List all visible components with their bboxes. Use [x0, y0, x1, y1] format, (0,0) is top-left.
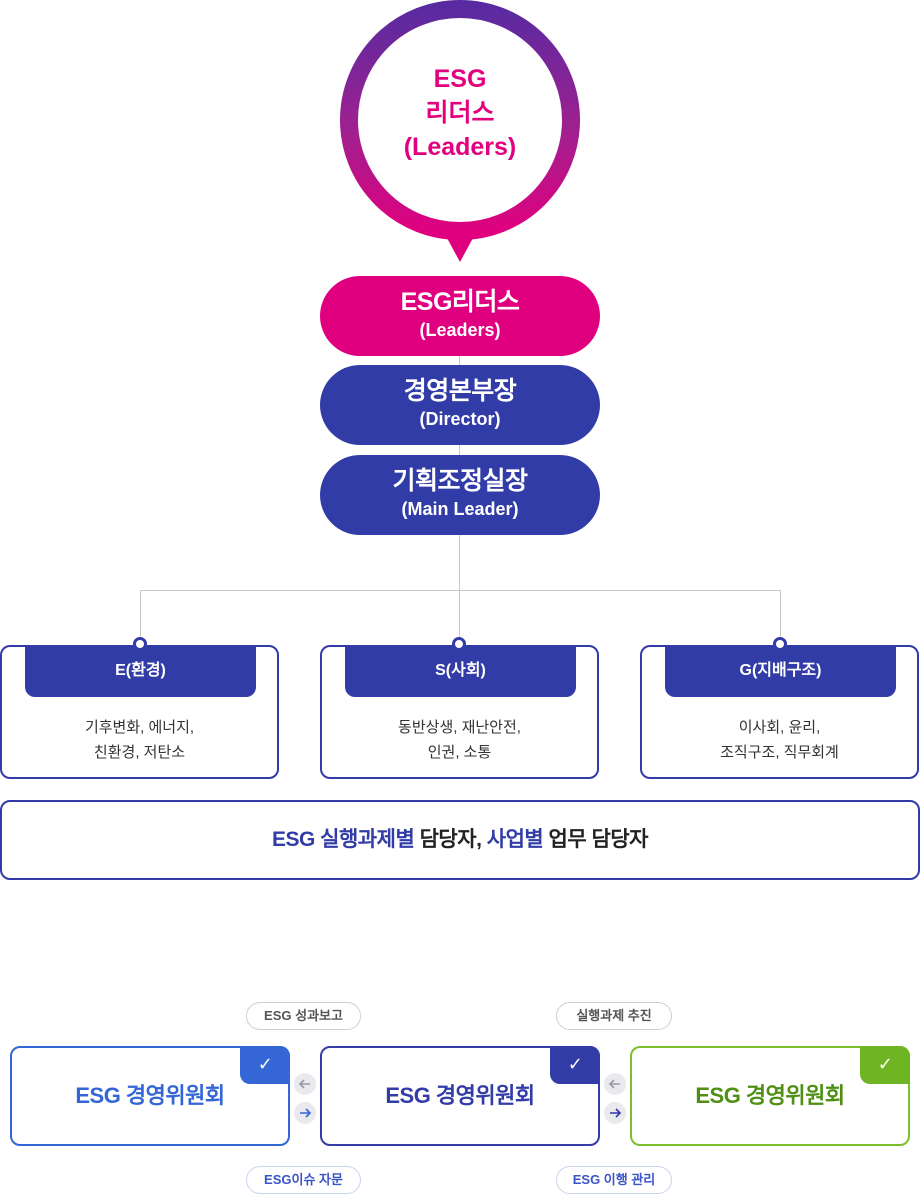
- pin-line-2: 리더스: [425, 99, 495, 127]
- tag-implementation-management: ESG 이행 관리: [556, 1166, 672, 1194]
- tag-performance-report: ESG 성과보고: [246, 1002, 361, 1030]
- esg-leaders-pin: ESG 리더스 (Leaders): [340, 0, 580, 265]
- arrow-left-icon: [294, 1073, 316, 1095]
- check-icon: ✓: [550, 1046, 600, 1084]
- dept-governance: G(지배구조) 이사회, 윤리, 조직구조, 직무회계: [640, 645, 919, 779]
- committee-label-3: ESG 경영위원회: [695, 1083, 845, 1108]
- committee-label-2: ESG 경영위원회: [385, 1083, 535, 1108]
- dept-social-desc-2: 인권, 소통: [427, 744, 492, 761]
- dept-environment-label: E(환경): [25, 645, 256, 697]
- dept-governance-label: G(지배구조): [665, 645, 896, 697]
- staff-bar: ESG 실행과제별 담당자, 사업별 업무 담당자: [0, 800, 920, 880]
- dept-social-desc-1: 동반상생, 재난안전,: [398, 719, 521, 736]
- staff-text-4: 업무 담당자: [543, 828, 649, 851]
- dept-environment-desc-2: 친환경, 저탄소: [93, 744, 186, 761]
- staff-task-owners: ESG 실행과제별: [271, 828, 415, 851]
- staff-text-2: 담당자,: [414, 828, 487, 851]
- leaders-pill: ESG리더스 (Leaders): [320, 276, 600, 356]
- committee-box-1: ESG 경영위원회 ✓: [10, 1046, 290, 1146]
- director-pill: 경영본부장 (Director): [320, 365, 600, 445]
- dept-governance-desc-2: 조직구조, 직무회계: [720, 744, 839, 761]
- committee-box-2: ESG 경영위원회 ✓: [320, 1046, 600, 1146]
- main-leader-subtitle: (Main Leader): [401, 499, 519, 519]
- branch-drop-e: [140, 590, 141, 646]
- tag-issue-advisory: ESG이슈 자문: [246, 1166, 361, 1194]
- arrow-right-icon: [604, 1102, 626, 1124]
- pin-shape: [340, 0, 580, 262]
- pin-line-3: (Leaders): [403, 133, 517, 161]
- staff-business: 사업별: [486, 828, 544, 851]
- committee-box-3: ESG 경영위원회 ✓: [630, 1046, 910, 1146]
- dept-social-label: S(사회): [345, 645, 576, 697]
- connector-dot-s: [452, 637, 466, 651]
- director-subtitle: (Director): [419, 409, 501, 429]
- tag-task-execution: 실행과제 추진: [556, 1002, 672, 1030]
- connector-dot-g: [773, 637, 787, 651]
- pin-line-1: ESG: [433, 65, 487, 93]
- committee-label-1: ESG 경영위원회: [75, 1083, 225, 1108]
- connector-dot-e: [133, 637, 147, 651]
- check-icon: ✓: [240, 1046, 290, 1084]
- check-icon: ✓: [860, 1046, 910, 1084]
- director-title: 경영본부장: [403, 377, 517, 405]
- arrow-right-icon: [294, 1102, 316, 1124]
- branch-drop-s: [459, 590, 460, 646]
- dept-social: S(사회) 동반상생, 재난안전, 인권, 소통: [320, 645, 599, 779]
- dept-governance-desc-1: 이사회, 윤리,: [738, 719, 821, 736]
- dept-environment-desc-1: 기후변화, 에너지,: [84, 719, 195, 736]
- dept-environment: E(환경) 기후변화, 에너지, 친환경, 저탄소: [0, 645, 279, 779]
- arrow-left-icon: [604, 1073, 626, 1095]
- main-leader-pill: 기획조정실장 (Main Leader): [320, 455, 600, 535]
- leaders-subtitle: (Leaders): [419, 320, 501, 340]
- branch-line: [140, 590, 780, 591]
- leaders-title: ESG리더스: [400, 288, 520, 316]
- branch-drop-g: [780, 590, 781, 646]
- main-leader-title: 기획조정실장: [392, 467, 528, 495]
